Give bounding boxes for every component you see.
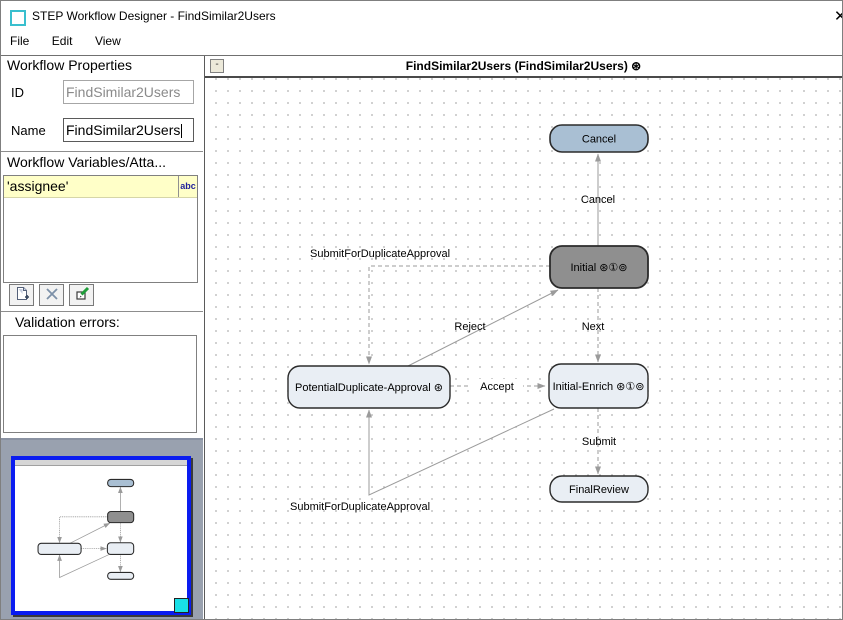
edge-label-submit-transition: Submit [582, 436, 616, 448]
name-label: Name [11, 123, 46, 138]
edge-label-cancel-transition: Cancel [581, 194, 615, 206]
name-field[interactable]: FindSimilar2Users [63, 118, 194, 142]
close-icon[interactable]: ✕ [834, 7, 842, 25]
workflow-node-initial-enrich[interactable] [548, 363, 649, 409]
name-value: FindSimilar2Users [66, 122, 181, 138]
workflow-canvas: - FindSimilar2Users (FindSimilar2Users) … [204, 56, 842, 619]
workflow-node-cancel[interactable] [549, 124, 649, 153]
id-label: ID [11, 85, 24, 100]
workflow-badge-icon: ⊛ [631, 59, 642, 73]
minimap-resize-handle[interactable] [174, 598, 189, 613]
edge-submitforduplicateapproval-top[interactable] [366, 265, 550, 365]
delete-variable-button[interactable] [39, 284, 64, 306]
edge-label-reject-transition: Reject [454, 321, 485, 333]
workflow-variables-heading: Workflow Variables/Atta... [7, 154, 166, 170]
edge-label-next-transition: Next [582, 321, 605, 333]
workflow-node-initial[interactable] [549, 245, 649, 289]
menu-bar: File Edit View [1, 31, 842, 56]
workflow-node-cancel[interactable] [107, 478, 135, 488]
workflow-node-finalreview[interactable] [549, 475, 649, 503]
menu-edit[interactable]: Edit [51, 34, 73, 48]
minimap-diagram [37, 478, 135, 580]
variables-toolbar [9, 284, 94, 306]
node-label-potentialduplicate-approval: PotentialDuplicate-Approval ⊛ [295, 382, 443, 394]
workflow-node-potentialduplicate-approval[interactable] [287, 365, 451, 409]
edge-reject-transition[interactable] [407, 289, 559, 367]
workflow-node-finalreview[interactable] [107, 571, 135, 580]
collapse-icon[interactable]: - [210, 59, 224, 73]
workflow-title: FindSimilar2Users (FindSimilar2Users) ⊛ [405, 59, 642, 73]
app-icon [10, 10, 26, 26]
new-variable-icon [14, 286, 30, 305]
workflow-node-initial[interactable] [107, 510, 135, 524]
menu-file[interactable]: File [10, 34, 30, 48]
edge-submitforduplicateapproval-top[interactable] [57, 516, 108, 544]
delete-icon [44, 286, 60, 305]
validation-errors-list[interactable] [3, 335, 197, 433]
separator [1, 311, 203, 312]
validation-errors-heading: Validation errors: [15, 314, 120, 330]
edge-submitforduplicateapproval-bottom[interactable] [366, 408, 555, 496]
edge-label-submitforduplicateapproval-bottom: SubmitForDuplicateApproval [290, 501, 430, 513]
minimap-header-strip [15, 460, 187, 466]
window-title: STEP Workflow Designer - FindSimilar2Use… [32, 9, 276, 23]
edge-label-accept-transition: Accept [480, 381, 514, 393]
variable-type-badge: abc [178, 176, 197, 197]
id-field: FindSimilar2Users [63, 80, 194, 104]
minimap[interactable] [11, 456, 191, 615]
node-label-cancel: Cancel [582, 134, 616, 146]
variable-name: 'assignee' [7, 178, 69, 194]
separator [1, 151, 203, 152]
menu-view[interactable]: View [94, 34, 121, 48]
node-label-initial-enrich: Initial-Enrich ⊛①⊚ [553, 381, 645, 393]
edge-submitforduplicateapproval-bottom[interactable] [57, 554, 109, 579]
edge-reject-transition[interactable] [69, 522, 111, 544]
node-label-initial: Initial ⊛①⊚ [570, 262, 627, 274]
variables-list[interactable]: 'assignee' abc [3, 175, 198, 283]
title-bar: STEP Workflow Designer - FindSimilar2Use… [1, 1, 842, 31]
edit-variable-button[interactable] [69, 284, 94, 306]
add-variable-button[interactable] [9, 284, 34, 306]
workflow-node-potentialduplicate-approval[interactable] [37, 542, 82, 555]
edge-label-submitforduplicateapproval-top: SubmitForDuplicateApproval [310, 248, 450, 260]
text-caret [181, 124, 183, 139]
variable-row[interactable]: 'assignee' abc [4, 176, 197, 198]
edit-icon [74, 286, 90, 305]
id-value: FindSimilar2Users [66, 84, 181, 100]
workflow-properties-heading: Workflow Properties [7, 57, 133, 73]
workflow-node-initial-enrich[interactable] [106, 542, 135, 555]
minimap-region [1, 438, 203, 619]
properties-panel: Workflow Properties ID FindSimilar2Users… [1, 56, 203, 619]
canvas-header: - FindSimilar2Users (FindSimilar2Users) … [205, 56, 842, 78]
node-label-finalreview: FinalReview [569, 484, 629, 496]
